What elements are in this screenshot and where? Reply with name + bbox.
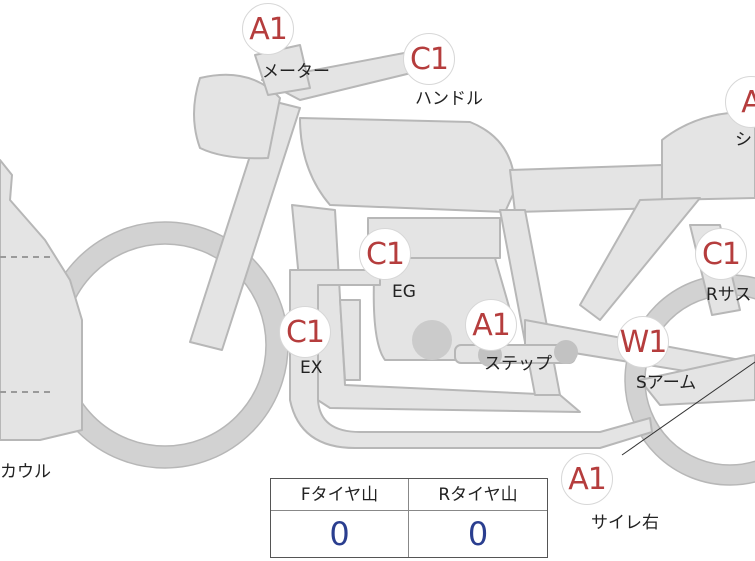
- silencer-pointer-line: [621, 361, 755, 456]
- engine-label: EG: [392, 282, 416, 302]
- step-code-badge[interactable]: A1: [465, 299, 517, 351]
- engine-code-badge[interactable]: C1: [359, 228, 411, 280]
- swing-arm-code-badge[interactable]: W1: [617, 316, 669, 368]
- front-tire-header: Fタイヤ山: [271, 479, 409, 511]
- exhaust-pipe: [289, 269, 653, 449]
- rear-tire-value[interactable]: 0: [467, 515, 489, 553]
- step-label: ステップ: [484, 354, 552, 374]
- rear-suspension-code-badge[interactable]: C1: [695, 228, 747, 280]
- silencer-right-label: サイレ右: [591, 513, 659, 533]
- front-fork: [189, 99, 301, 351]
- rear-suspension-label: Rサス: [706, 285, 752, 305]
- seat-label: シ: [735, 130, 752, 150]
- silencer-right-code-badge[interactable]: A1: [561, 453, 613, 505]
- meter-label: メーター: [262, 62, 330, 82]
- meter-code-badge[interactable]: A1: [242, 3, 294, 55]
- front-tire-value[interactable]: 0: [271, 511, 409, 557]
- rear-tire-header: Rタイヤ山: [409, 479, 547, 511]
- handle-code-badge[interactable]: C1: [403, 33, 455, 85]
- headlight: [193, 73, 281, 160]
- cowl-shape: [0, 159, 83, 441]
- exhaust-label: EX: [300, 358, 323, 378]
- handle-label: ハンドル: [415, 89, 483, 109]
- swing-arm-label: Sアーム: [636, 373, 697, 393]
- exhaust-code-badge[interactable]: C1: [279, 306, 331, 358]
- fuel-tank: [299, 117, 516, 213]
- tire-tread-table: Fタイヤ山 Rタイヤ山 0 0: [270, 478, 548, 558]
- cowl-label: カウル: [0, 462, 51, 482]
